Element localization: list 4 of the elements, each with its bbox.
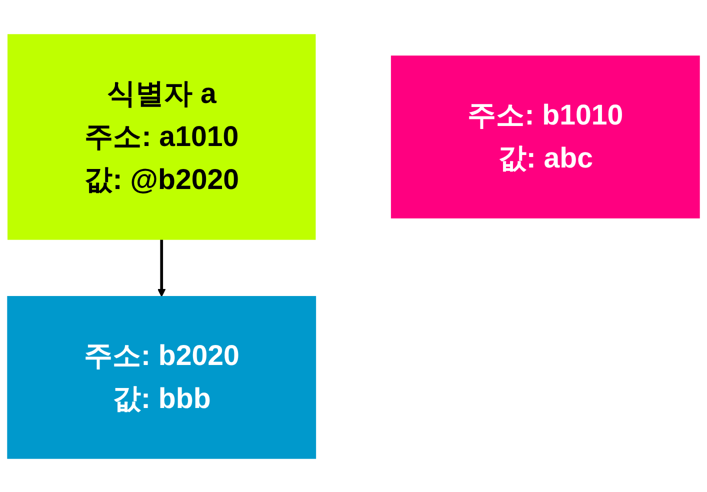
node-box: 주소: b1010 값: abc	[390, 55, 700, 218]
node-box: 식별자 a 주소: a1010 값: @b2020	[8, 34, 316, 240]
arrow	[157, 238, 166, 296]
node-box: 주소: b2020 값: bbb	[7, 296, 316, 458]
